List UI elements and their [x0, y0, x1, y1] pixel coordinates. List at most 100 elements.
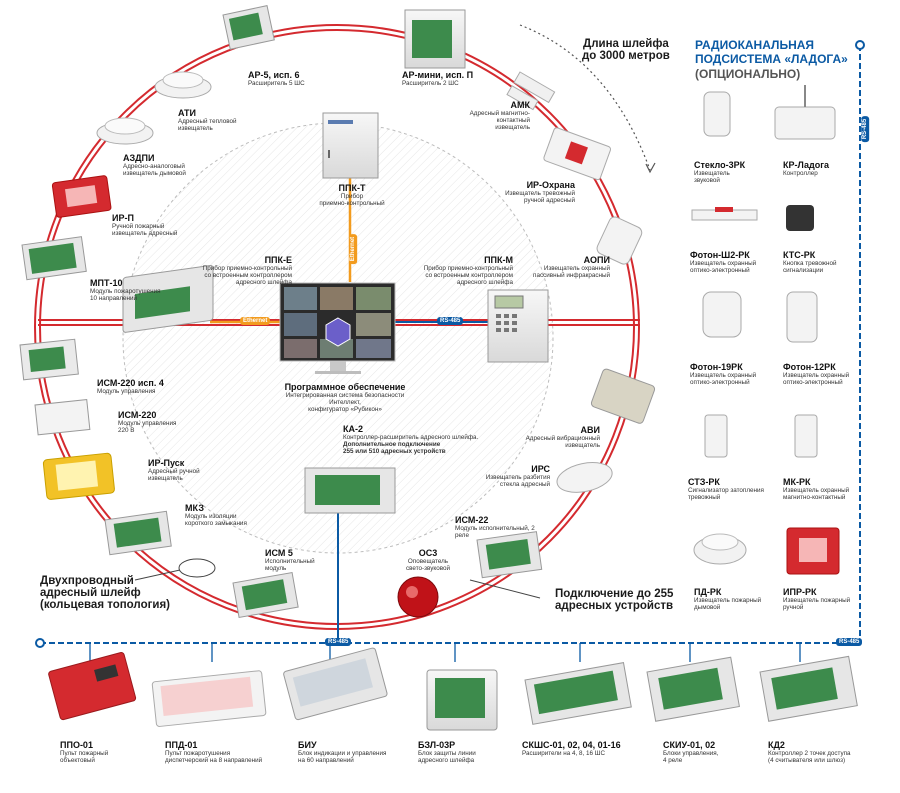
ppk-t-desc: Прибор приемно-контрольный	[319, 193, 385, 208]
device-title: МПТ-10	[90, 278, 123, 288]
device-desc: Кнопка тревожной сигнализации	[783, 260, 837, 275]
device-title: Фотон-12РК	[783, 362, 836, 372]
device-desc: Извещатель охранный оптико-электронный	[690, 260, 757, 275]
device-title: КД2	[768, 740, 785, 750]
device-title: АЗДПИ	[123, 153, 155, 163]
ka2-image	[304, 467, 396, 514]
software-desc: Интегрированная система безопасности Инт…	[285, 392, 405, 414]
ka2-label: КА-2 Контроллер-расширитель адресного шл…	[343, 424, 493, 455]
ppk-t-title: ППК-Т	[338, 183, 366, 193]
loop-length-note: Длина шлейфа до 3000 метров	[582, 38, 670, 62]
ppk-e-label: ППК-Е Прибор приемно-контрольный со встр…	[197, 255, 292, 286]
rs485-label-bottom: RS-485	[325, 638, 352, 646]
device-desc: Блок защиты линии адресного шлейфа	[418, 750, 476, 765]
device-title: АР-5, исп. 6	[248, 70, 300, 80]
ppk-m-image	[487, 289, 549, 363]
ppk-e-title: ППК-Е	[264, 255, 292, 265]
device-title: ИР-Пуск	[148, 458, 185, 468]
ppk-m-title: ППК-М	[484, 255, 513, 265]
ppk-t-image	[322, 112, 379, 179]
ppk-e-desc: Прибор приемно-контрольный со встроенным…	[202, 265, 292, 287]
device-desc: Исполнительный модуль	[265, 558, 315, 573]
bottom-device-images	[48, 647, 858, 731]
device-desc: Извещатель охранный оптико-электронный	[690, 372, 757, 387]
ppk-t-label: ППК-Т Прибор приемно-контрольный	[317, 183, 387, 207]
device-title: ОС3	[418, 548, 438, 558]
device-desc: Адресный тепловой извещатель	[178, 118, 237, 133]
device-title: ИРС	[531, 464, 550, 474]
device-title: АМК	[510, 100, 531, 110]
device-desc: Сигнализатор затопления тревожный	[688, 487, 764, 502]
device-title: АР-мини, исп. П	[402, 70, 474, 80]
loop-device-images	[19, 5, 656, 619]
rs485-label-right: RS-485	[836, 638, 863, 646]
device-desc: Пульт пожаротушения диспетчерский на 8 н…	[165, 750, 263, 765]
ppk-m-label: ППК-М Прибор приемно-контрольный со встр…	[418, 255, 513, 286]
loop-caption: Двухпроводный адресный шлейф (кольцевая …	[40, 575, 170, 611]
device-title: ИР-Охрана	[526, 180, 575, 190]
ppk-e-image	[122, 264, 214, 333]
device-title: СКШС-01, 02, 04, 01-16	[522, 740, 621, 750]
device-desc: Извещатель звуковой	[694, 170, 730, 185]
ka2-extra: Дополнительное подключение 255 или 510 а…	[343, 441, 446, 456]
device-desc: Блоки управления, 4 реле	[663, 750, 719, 765]
software-title: Программное обеспечение	[284, 382, 406, 392]
device-desc: Извещатель разбития стекла адресный	[485, 474, 550, 489]
device-desc: Адресный магнитно- контактный извещатель	[469, 110, 530, 132]
device-desc: Извещатель охранный пассивный инфракрасн…	[533, 265, 610, 280]
ethernet-label-ppkt: Ethernet	[349, 233, 358, 265]
device-desc: Расширитель 2 ШС	[402, 80, 459, 88]
radio-subsystem-title: РАДИОКАНАЛЬНАЯ ПОДСИСТЕМА «ЛАДОГА»	[695, 38, 848, 66]
device-title: СТЗ-РК	[688, 477, 720, 487]
device-desc: Блок индикации и управления на 60 направ…	[298, 750, 387, 765]
device-title: Фотон-19РК	[690, 362, 743, 372]
device-desc: Пульт пожарный объектовый	[60, 750, 109, 765]
device-title: ИСМ-220	[118, 410, 157, 420]
ka2-title: КА-2	[343, 424, 363, 434]
device-desc: Адресный ручной извещатель	[148, 468, 200, 483]
device-title: ИСМ 5	[265, 548, 293, 558]
rs485-label-vertical: RS-485	[861, 115, 870, 143]
device-title: МКЗ	[185, 503, 204, 513]
device-desc: Ручной пожарный извещатель адресный	[112, 223, 178, 238]
device-desc: Извещатель пожарный ручной	[783, 597, 851, 612]
radio-device-images	[691, 85, 840, 575]
device-title: Стекло-3РК	[694, 160, 746, 170]
device-desc: Оповещатель свето-звуковой	[406, 558, 450, 573]
ka2-desc: Контроллер-расширитель адресного шлейфа.	[343, 434, 479, 442]
device-desc: Извещатель охранный оптико-электронный	[783, 372, 850, 387]
software-label: Программное обеспечение Интегрированная …	[270, 382, 420, 413]
device-title: МК-РК	[783, 477, 811, 487]
device-desc: Расширитель 5 ШС	[248, 80, 305, 88]
device-desc: Извещатель тревожный ручной адресный	[505, 190, 575, 205]
device-title: ППД-01	[165, 740, 198, 750]
device-title: ПД-РК	[694, 587, 722, 597]
ethernet-label-ppke: Ethernet	[240, 317, 271, 325]
device-title: ППО-01	[60, 740, 93, 750]
device-desc: Модуль пожаротушения 10 направлений	[90, 288, 161, 303]
device-title: Фотон-Ш2-РК	[690, 250, 750, 260]
radio-subsystem-optional: (ОПЦИОНАЛЬНО)	[695, 67, 801, 81]
